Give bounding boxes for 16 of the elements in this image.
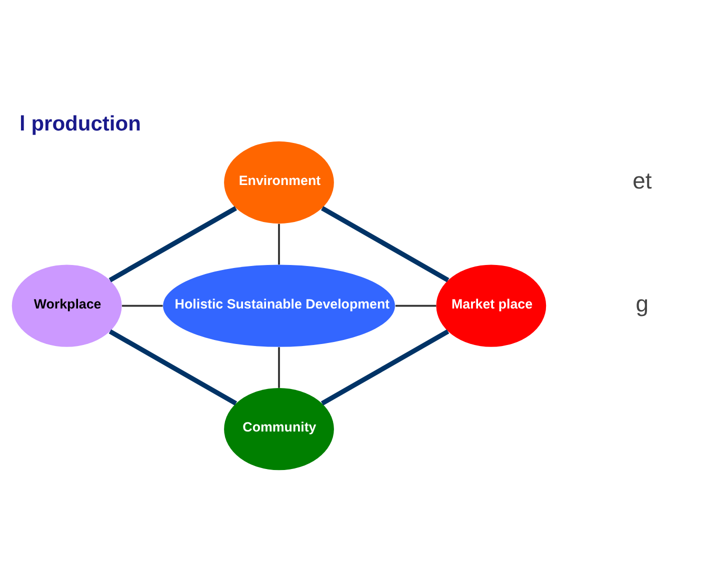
connector: [278, 224, 280, 265]
label: et: [632, 167, 652, 194]
connector: [278, 347, 280, 388]
connector: [122, 304, 163, 307]
connector: [108, 206, 237, 282]
label: g: [636, 290, 649, 317]
connector: [395, 304, 436, 307]
diagram-title: l production: [20, 112, 141, 136]
connector: [320, 329, 450, 406]
connector: [321, 206, 450, 282]
node-ellipse: Workplace: [12, 264, 122, 347]
node-ellipse: Community: [224, 388, 334, 470]
node-ellipse: Holistic Sustainable Development: [163, 264, 395, 347]
node-ellipse: Environment: [224, 141, 334, 224]
node-ellipse: Market place: [436, 264, 546, 347]
connector: [108, 329, 238, 406]
